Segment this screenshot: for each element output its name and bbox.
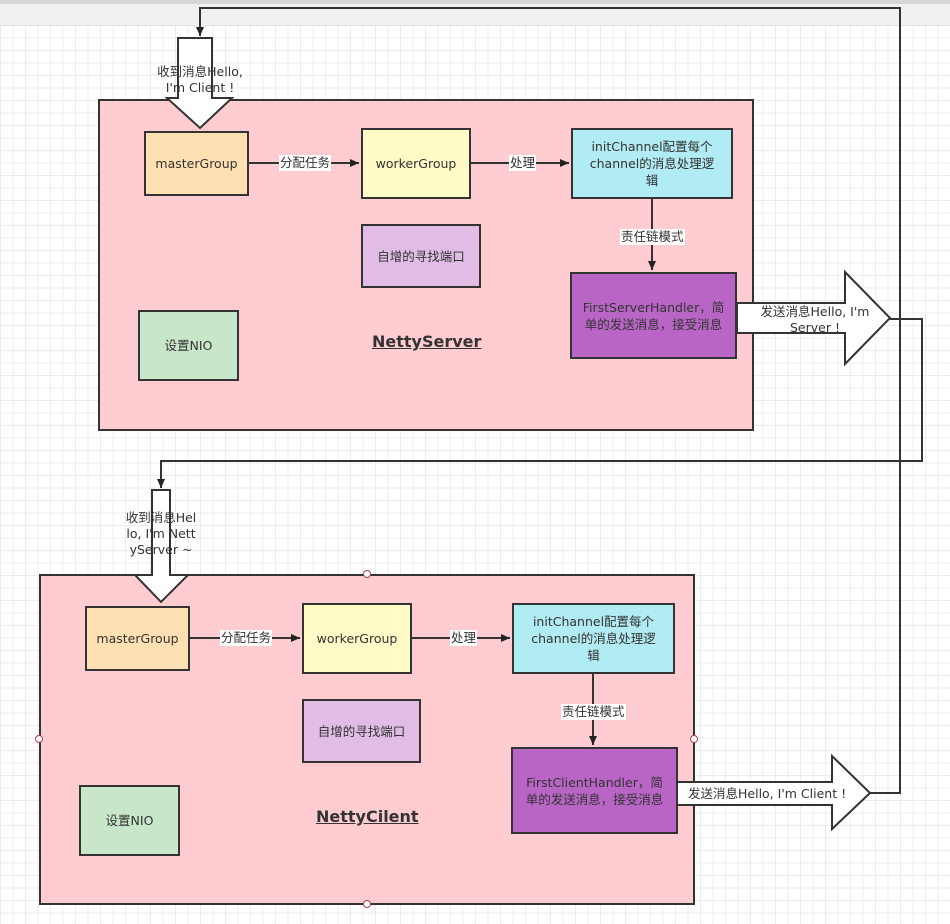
resize-handle-right[interactable] bbox=[690, 735, 698, 743]
client-master-group[interactable]: masterGroup bbox=[85, 606, 190, 671]
client-receive-block-arrow bbox=[132, 489, 191, 604]
server-process-label: 处理 bbox=[509, 155, 537, 171]
server-nio-box[interactable]: 设置NIO bbox=[138, 310, 239, 381]
server-send-block-arrow bbox=[736, 269, 892, 367]
server-receive-block-arrow bbox=[164, 37, 235, 130]
client-assign-label: 分配任务 bbox=[220, 630, 273, 646]
server-master-group[interactable]: masterGroup bbox=[144, 131, 249, 196]
client-init-channel[interactable]: initChannel配置每个channel的消息处理逻辑 bbox=[512, 603, 675, 674]
server-to-client-line bbox=[157, 318, 923, 488]
canvas-toolbar-area bbox=[0, 0, 950, 26]
client-nio-box[interactable]: 设置NIO bbox=[79, 785, 180, 856]
resize-handle-left[interactable] bbox=[35, 735, 43, 743]
client-to-server-line bbox=[196, 7, 901, 794]
server-init-channel[interactable]: initChannel配置每个channel的消息处理逻辑 bbox=[571, 128, 733, 199]
client-handler[interactable]: FirstClientHandler，简单的发送消息，接受消息 bbox=[511, 747, 678, 834]
client-send-label: 发送消息Hello, I'm Client ! bbox=[688, 786, 847, 801]
client-port-box[interactable]: 自增的寻找端口 bbox=[302, 699, 421, 763]
server-chain-label: 责任链模式 bbox=[620, 229, 685, 245]
server-worker-group[interactable]: workerGroup bbox=[361, 128, 471, 199]
resize-handle-top[interactable] bbox=[363, 570, 371, 578]
client-chain-label: 责任链模式 bbox=[561, 704, 626, 720]
server-receive-label: 收到消息Hello, I'm Client ! bbox=[157, 64, 243, 95]
resize-handle-bottom[interactable] bbox=[363, 900, 371, 908]
client-send-block-arrow bbox=[676, 753, 872, 832]
server-assign-label: 分配任务 bbox=[279, 155, 332, 171]
client-worker-group[interactable]: workerGroup bbox=[302, 603, 412, 674]
client-title: NettyCilent bbox=[316, 807, 419, 826]
client-process-label: 处理 bbox=[450, 630, 478, 646]
server-send-label: 发送消息Hello, I'm Server ! bbox=[760, 304, 870, 335]
server-port-box[interactable]: 自增的寻找端口 bbox=[361, 224, 481, 288]
client-receive-label: 收到消息Hello, I'm NettyServer ~ bbox=[125, 510, 197, 557]
server-title: NettyServer bbox=[372, 332, 482, 351]
